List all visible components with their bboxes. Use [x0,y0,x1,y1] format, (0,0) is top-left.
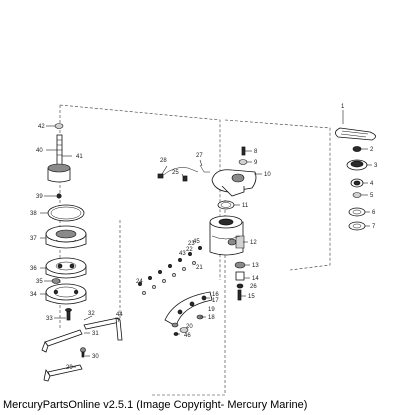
belt-part [335,127,376,141]
callout-38: 38 [30,211,37,217]
callout-17: 17 [212,298,219,304]
callout-13: 13 [252,263,259,269]
callout-29: 29 [66,365,73,371]
callout-21: 21 [196,265,203,271]
callout-1: 1 [341,104,345,110]
leader-lines [40,110,372,368]
callout-44: 44 [116,312,123,318]
callout-11: 11 [242,203,249,209]
callout-18: 18 [208,315,215,321]
callout-23: 23 [188,241,195,247]
pulley-stack [346,146,368,231]
callout-40: 40 [36,148,43,154]
gear-part [45,225,87,249]
rod-parts [41,317,123,382]
callout-14: 14 [252,276,259,282]
callout-5: 5 [370,193,374,199]
callout-41: 41 [76,154,83,160]
callout-10: 10 [264,172,271,178]
callout-39: 39 [36,194,43,200]
callout-19: 19 [208,307,215,313]
callout-4: 4 [370,181,374,187]
callout-6: 6 [372,210,376,216]
callout-26: 26 [250,284,257,290]
screws-row [138,246,202,295]
callout-7: 7 [372,224,376,230]
callout-27: 27 [196,153,203,159]
callout-labels: 1 2 3 4 5 6 7 8 9 10 11 12 13 14 15 16 1… [30,104,378,371]
callout-35: 35 [36,279,43,285]
callout-45: 45 [193,239,200,245]
callout-25: 25 [172,170,179,176]
callout-2: 2 [370,147,374,153]
shaft-assembly [47,123,71,199]
callout-43: 43 [179,251,186,257]
callout-34: 34 [30,292,37,298]
copyright-caption: MercuryPartsOnline v2.5.1 (Image Copyrig… [3,399,308,411]
callout-3: 3 [374,163,378,169]
callout-31: 31 [92,331,99,337]
callout-32: 32 [88,311,95,317]
housing-part [209,215,245,256]
callout-15: 15 [248,294,255,300]
callout-24: 24 [136,279,143,285]
callout-36: 36 [30,266,37,272]
callout-8: 8 [254,149,258,155]
callout-9: 9 [254,160,258,166]
screw-part [65,308,72,321]
callout-28: 28 [160,158,167,164]
callout-46: 46 [184,333,191,339]
spacer-part [217,200,235,210]
callout-20: 20 [186,324,193,330]
callout-12: 12 [250,240,257,246]
base-disc-part [45,283,87,305]
wire-lead [157,167,199,182]
plate-part [45,257,87,284]
callout-37: 37 [30,236,37,242]
bracket-assembly [199,146,257,197]
callout-42: 42 [38,124,45,130]
small-hardware-right [234,261,246,301]
alignment-lines [59,104,331,396]
callout-22: 22 [186,247,193,253]
callout-16: 16 [212,292,219,298]
callout-33: 33 [46,316,53,322]
callout-30: 30 [92,354,99,360]
ring-part [47,204,85,222]
